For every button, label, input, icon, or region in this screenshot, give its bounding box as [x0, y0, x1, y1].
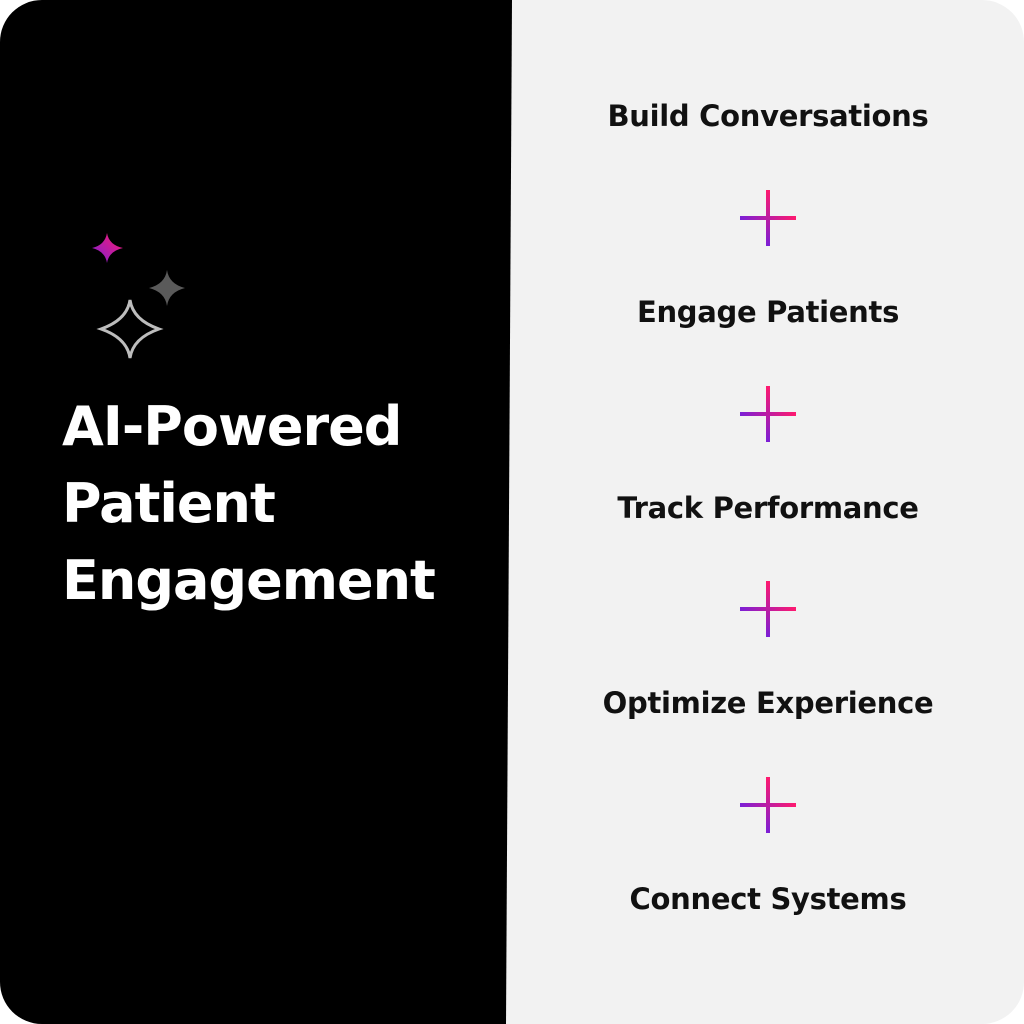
title-line: AI-Powered [62, 395, 402, 458]
sparkles-icon [92, 233, 185, 359]
step-track-performance: Track Performance [617, 491, 919, 525]
page-title: AI-Powered Patient Engagement [62, 388, 436, 619]
gray-sparkle-icon [149, 270, 185, 306]
title-line: Engagement [62, 549, 436, 612]
plus-icon [740, 386, 796, 442]
step-optimize-experience: Optimize Experience [602, 686, 934, 720]
step-connect-systems: Connect Systems [629, 882, 907, 916]
title-line: Patient [62, 472, 276, 535]
plus-icon [740, 581, 796, 637]
outline-sparkle-icon [96, 299, 164, 359]
plus-icon [740, 777, 796, 833]
step-build-conversations: Build Conversations [607, 99, 929, 133]
small-sparkle-icon [92, 233, 123, 263]
step-engage-patients: Engage Patients [636, 295, 900, 329]
plus-icon [740, 190, 796, 246]
